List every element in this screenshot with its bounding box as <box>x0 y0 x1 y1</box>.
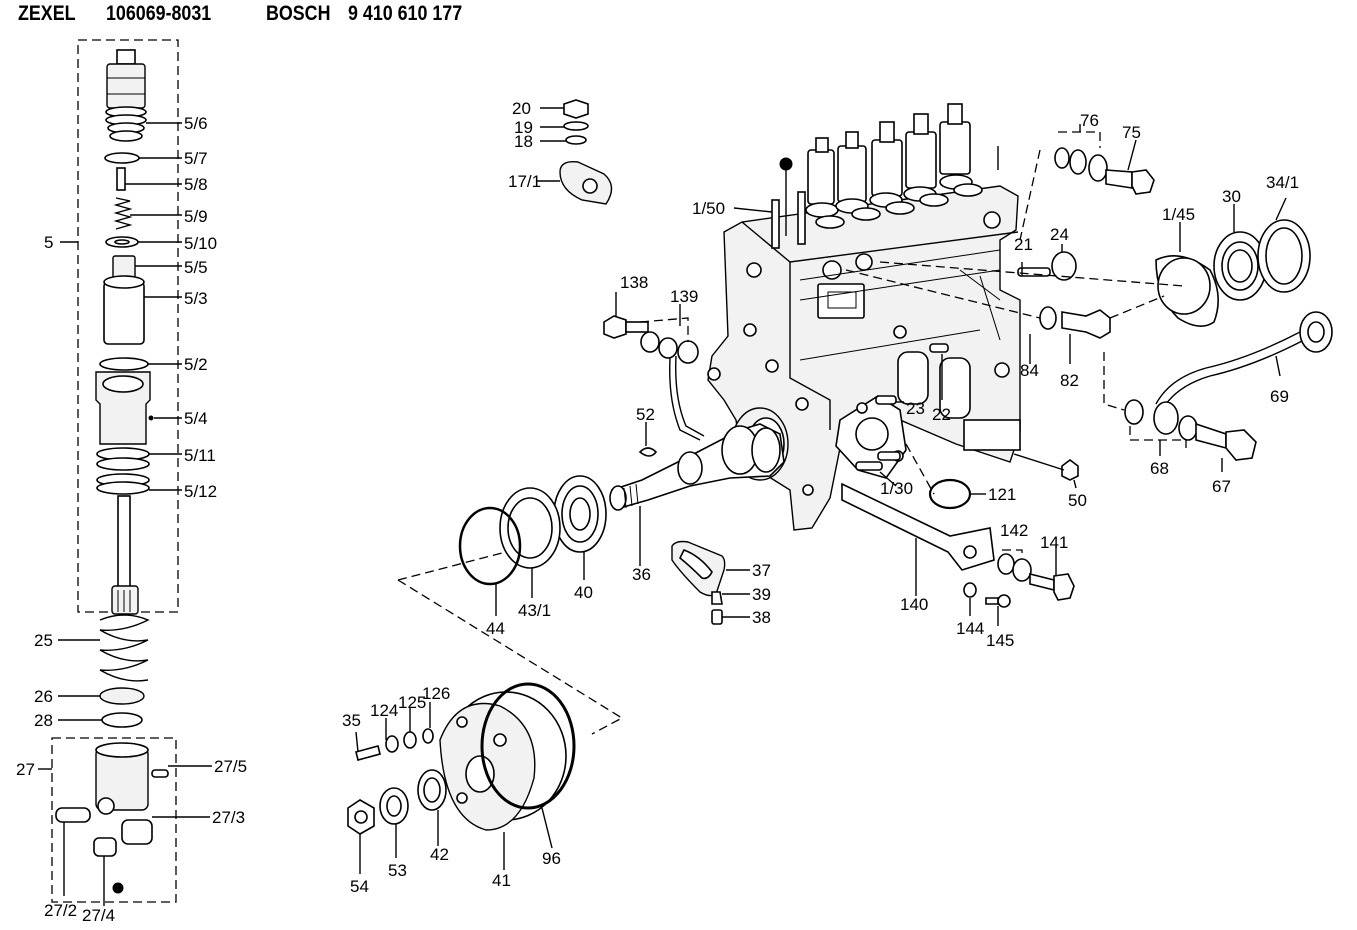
element-assembly <box>38 39 212 906</box>
bearing-clamp <box>671 540 750 625</box>
drive-coupling <box>347 682 576 874</box>
pump-housing <box>707 103 1021 531</box>
label-19: 19 <box>514 118 533 137</box>
label-142: 142 <box>1000 521 1028 540</box>
label-5-9: 5/9 <box>184 207 208 226</box>
label-67: 67 <box>1212 477 1231 496</box>
label-68: 68 <box>1150 459 1169 478</box>
label-27-5: 27/5 <box>214 757 247 776</box>
label-28: 28 <box>34 711 53 730</box>
label-27-2: 27/2 <box>44 901 77 920</box>
label-52: 52 <box>636 405 655 424</box>
label-44: 44 <box>486 619 505 638</box>
label-50: 50 <box>1068 491 1087 510</box>
label-30: 30 <box>1222 187 1241 206</box>
label-5-8: 5/8 <box>184 175 208 194</box>
label-23: 23 <box>906 399 925 418</box>
label-1-45: 1/45 <box>1162 205 1195 224</box>
label-140: 140 <box>900 595 928 614</box>
label-39: 39 <box>752 585 771 604</box>
label-5-5: 5/5 <box>184 258 208 277</box>
label-53: 53 <box>388 861 407 880</box>
label-24: 24 <box>1050 225 1069 244</box>
label-96: 96 <box>542 849 561 868</box>
delivery-valve-holders <box>805 103 983 229</box>
label-139: 139 <box>670 287 698 306</box>
woodruff-key <box>638 447 658 457</box>
camshaft <box>609 423 785 566</box>
front-bearing-set <box>458 475 607 616</box>
right-side-parts <box>845 124 1333 510</box>
label-121: 121 <box>988 485 1016 504</box>
label-145: 145 <box>986 631 1014 650</box>
linkage-rod <box>841 482 1075 626</box>
label-54: 54 <box>350 877 369 896</box>
label-38: 38 <box>752 608 771 627</box>
label-40: 40 <box>574 583 593 602</box>
label-5-7: 5/7 <box>184 149 208 168</box>
label-37: 37 <box>752 561 771 580</box>
label-5-4: 5/4 <box>184 409 208 428</box>
label-34-1: 34/1 <box>1266 173 1299 192</box>
label-18: 18 <box>514 132 533 151</box>
label-5: 5 <box>44 233 53 252</box>
label-36: 36 <box>632 565 651 584</box>
label-124: 124 <box>370 701 398 720</box>
bosch-part-number: 9 410 610 177 <box>348 2 463 25</box>
label-69: 69 <box>1270 387 1289 406</box>
label-1-30: 1/30 <box>880 479 913 498</box>
label-20: 20 <box>512 99 531 118</box>
label-141: 141 <box>1040 533 1068 552</box>
brand-zexel: ZEXEL <box>18 2 76 25</box>
label-5-10: 5/10 <box>184 234 217 253</box>
label-5-6: 5/6 <box>184 114 208 133</box>
label-76: 76 <box>1080 111 1099 130</box>
label-27-4: 27/4 <box>82 906 115 925</box>
label-138: 138 <box>620 273 648 292</box>
cover-plate-assembly <box>536 99 613 205</box>
zexel-part-number: 106069-8031 <box>106 2 212 25</box>
label-5-12: 5/12 <box>184 482 217 501</box>
label-5-2: 5/2 <box>184 355 208 374</box>
brand-bosch: BOSCH <box>266 2 331 25</box>
label-125: 125 <box>398 693 426 712</box>
label-1-50: 1/50 <box>692 199 725 218</box>
label-22: 22 <box>932 405 951 424</box>
label-17-1: 17/1 <box>508 172 541 191</box>
label-35: 35 <box>342 711 361 730</box>
label-84: 84 <box>1020 361 1039 380</box>
label-126: 126 <box>422 684 450 703</box>
label-5-11: 5/11 <box>184 446 216 465</box>
label-144: 144 <box>956 619 984 638</box>
label-26: 26 <box>34 687 53 706</box>
overflow-pipe <box>603 292 705 441</box>
label-27-3: 27/3 <box>212 808 245 827</box>
label-27: 27 <box>16 760 35 779</box>
label-82: 82 <box>1060 371 1079 390</box>
label-25: 25 <box>34 631 53 650</box>
label-41: 41 <box>492 871 511 890</box>
callout-labels: 5/6 5/7 5/8 5/9 5 5/10 5/5 5/3 5/2 5/4 5… <box>16 99 1299 925</box>
label-75: 75 <box>1122 123 1141 142</box>
label-5-3: 5/3 <box>184 289 208 308</box>
label-43-1: 43/1 <box>518 601 551 620</box>
label-42: 42 <box>430 845 449 864</box>
label-21: 21 <box>1014 235 1033 254</box>
